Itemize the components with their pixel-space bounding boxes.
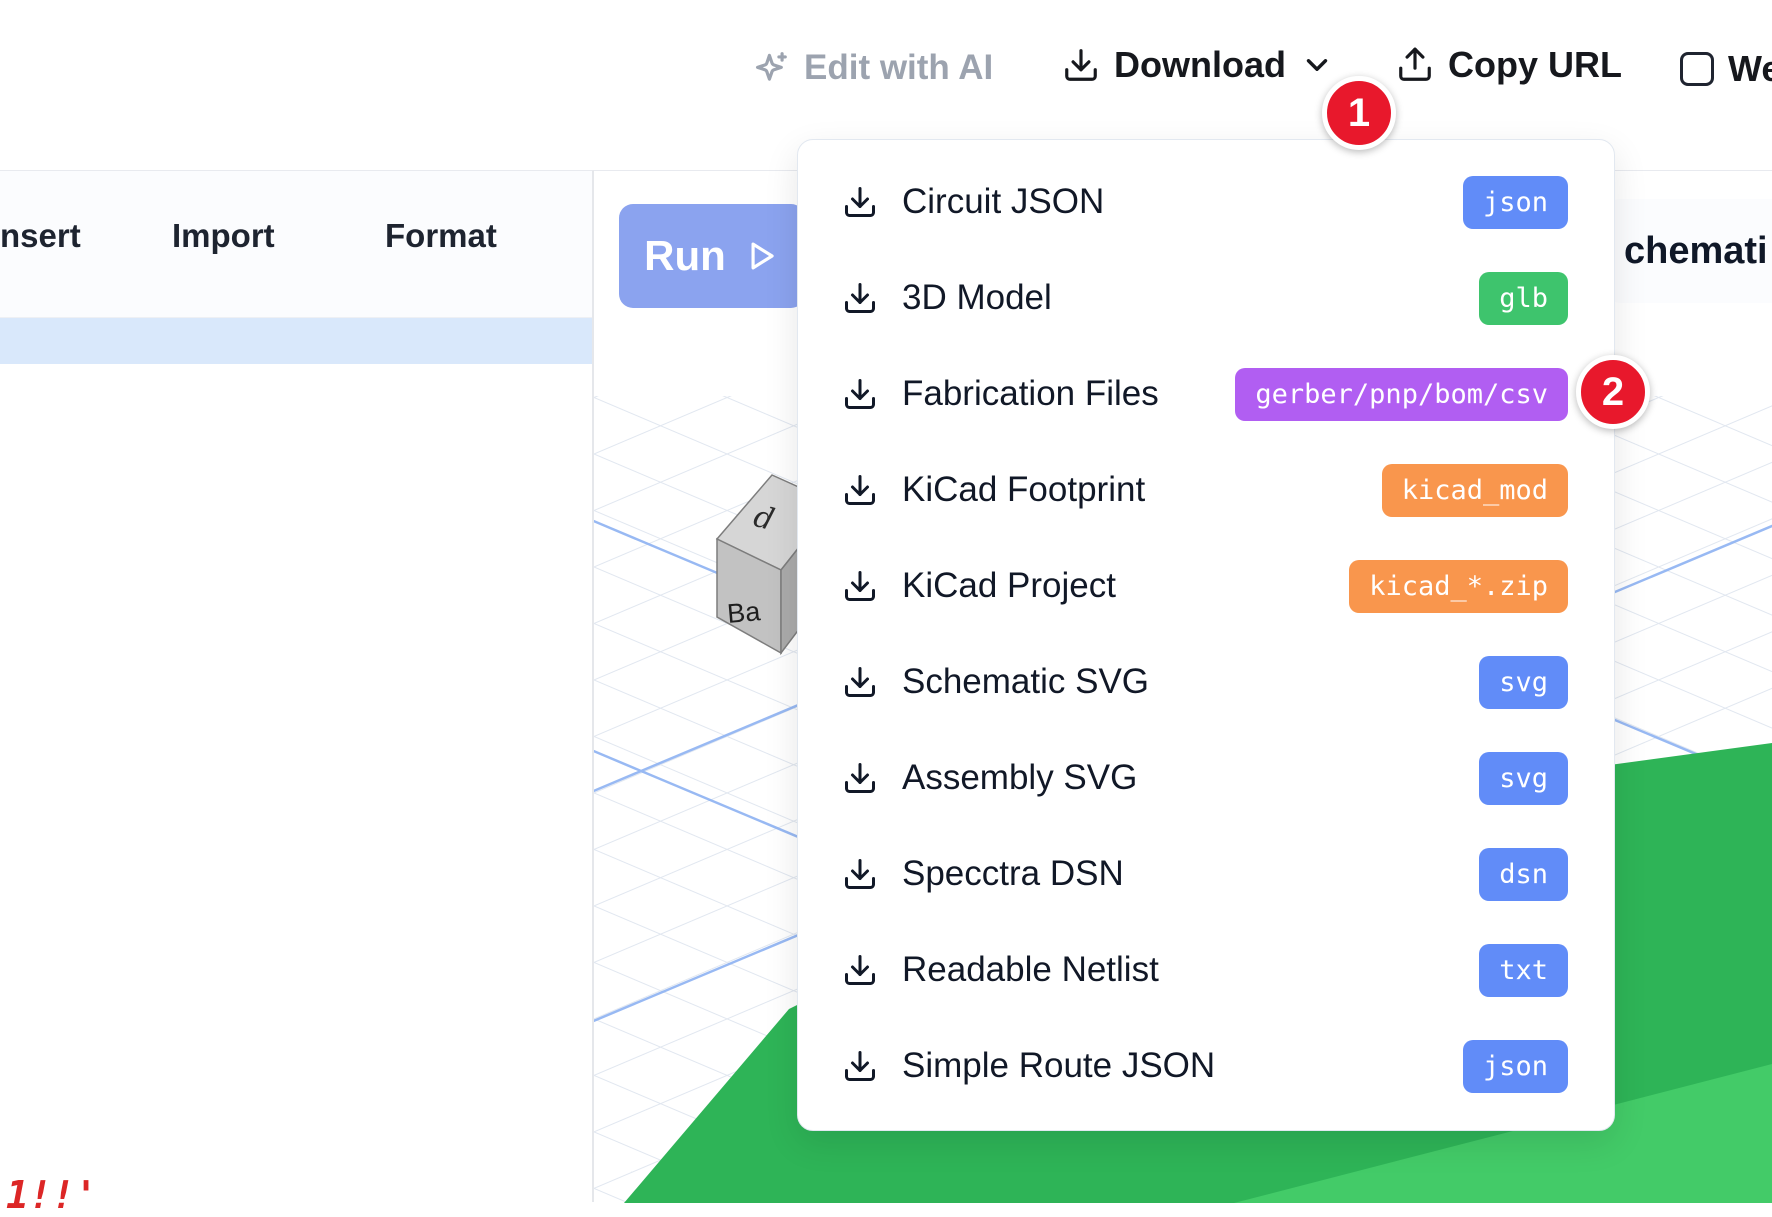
edit-with-ai-button[interactable]: Edit with AI xyxy=(752,48,993,88)
file-type-badge: svg xyxy=(1479,655,1568,709)
file-type-badge: kicad_mod xyxy=(1381,463,1568,517)
copy-url-button[interactable]: Copy URL xyxy=(1396,44,1622,86)
edit-with-ai-label: Edit with AI xyxy=(804,48,994,87)
menu-item-label: Fabrication Files xyxy=(902,374,1159,413)
webview-toggle[interactable]: We xyxy=(1680,48,1772,90)
download-icon xyxy=(1065,49,1097,81)
menu-item-label: Specctra DSN xyxy=(902,854,1124,893)
download-menu-item[interactable]: Circuit JSON json xyxy=(798,154,1614,250)
editor-selected-line[interactable] xyxy=(0,318,592,364)
menu-item-label: 3D Model xyxy=(902,278,1052,317)
download-icon xyxy=(845,667,875,697)
download-icon xyxy=(845,571,875,601)
play-icon xyxy=(751,242,774,270)
file-type-badge: gerber/pnp/bom/csv xyxy=(1235,367,1568,421)
menu-item-label: KiCad Footprint xyxy=(902,470,1146,509)
menu-import[interactable]: Import xyxy=(172,217,275,254)
share-icon xyxy=(1399,47,1431,81)
menu-item-label: Simple Route JSON xyxy=(902,1046,1216,1085)
file-type-badge: json xyxy=(1462,175,1568,229)
download-menu-item[interactable]: Fabrication Files gerber/pnp/bom/csv xyxy=(798,346,1614,442)
chevron-down-icon xyxy=(1306,59,1328,71)
download-menu-item[interactable]: Specctra DSN dsn xyxy=(798,826,1614,922)
download-menu-item[interactable]: 3D Model glb xyxy=(798,250,1614,346)
menu-item-label: Schematic SVG xyxy=(902,662,1150,701)
download-icon xyxy=(845,955,875,985)
copy-url-label: Copy URL xyxy=(1448,44,1622,85)
menu-insert[interactable]: nsert xyxy=(0,217,81,254)
menu-item-label: Assembly SVG xyxy=(902,758,1138,797)
menu-item-label: Circuit JSON xyxy=(902,182,1105,221)
download-icon xyxy=(845,763,875,793)
schematic-tab-label: chemati xyxy=(1624,229,1768,272)
sparkles-icon xyxy=(755,52,787,81)
download-icon xyxy=(845,379,875,409)
webview-label: We xyxy=(1728,48,1772,89)
download-menu: Circuit JSON json 3D Model glb Fabricati… xyxy=(797,139,1615,1131)
file-type-badge: kicad_*.zip xyxy=(1349,559,1568,613)
download-menu-item[interactable]: Schematic SVG svg xyxy=(798,634,1614,730)
download-button[interactable]: Download xyxy=(1062,44,1334,86)
download-icon xyxy=(845,475,875,505)
file-type-badge: dsn xyxy=(1479,847,1568,901)
menu-item-label: Readable Netlist xyxy=(902,950,1159,989)
download-menu-item[interactable]: KiCad Footprint kicad_mod xyxy=(798,442,1614,538)
download-menu-item[interactable]: Readable Netlist txt xyxy=(798,922,1614,1018)
file-type-badge: glb xyxy=(1479,271,1568,325)
download-icon xyxy=(845,283,875,313)
run-button[interactable]: Run xyxy=(619,204,805,308)
download-menu-item[interactable]: KiCad Project kicad_*.zip xyxy=(798,538,1614,634)
step-2-badge: 2 xyxy=(1576,355,1650,429)
editor-menubar: nsert Import Format xyxy=(0,171,592,318)
code-editor-panel: nsert Import Format 1!!' xyxy=(0,170,594,1217)
editor-error-text: 1!!' xyxy=(6,1173,98,1217)
file-type-badge: svg xyxy=(1479,751,1568,805)
webview-checkbox[interactable] xyxy=(1680,52,1714,86)
menu-item-label: KiCad Project xyxy=(902,566,1116,605)
box-front-label: Ba xyxy=(726,596,762,629)
step-1-badge: 1 xyxy=(1322,76,1396,150)
file-type-badge: json xyxy=(1462,1039,1568,1093)
download-icon xyxy=(845,1051,875,1081)
schematic-tab[interactable]: chemati xyxy=(1606,199,1772,303)
menu-format[interactable]: Format xyxy=(385,217,497,254)
run-label: Run xyxy=(644,232,726,279)
download-icon xyxy=(845,187,875,217)
download-icon xyxy=(845,859,875,889)
file-type-badge: txt xyxy=(1479,943,1568,997)
download-menu-item[interactable]: Assembly SVG svg xyxy=(798,730,1614,826)
download-label: Download xyxy=(1114,44,1286,85)
download-menu-item[interactable]: Simple Route JSON json xyxy=(798,1018,1614,1114)
